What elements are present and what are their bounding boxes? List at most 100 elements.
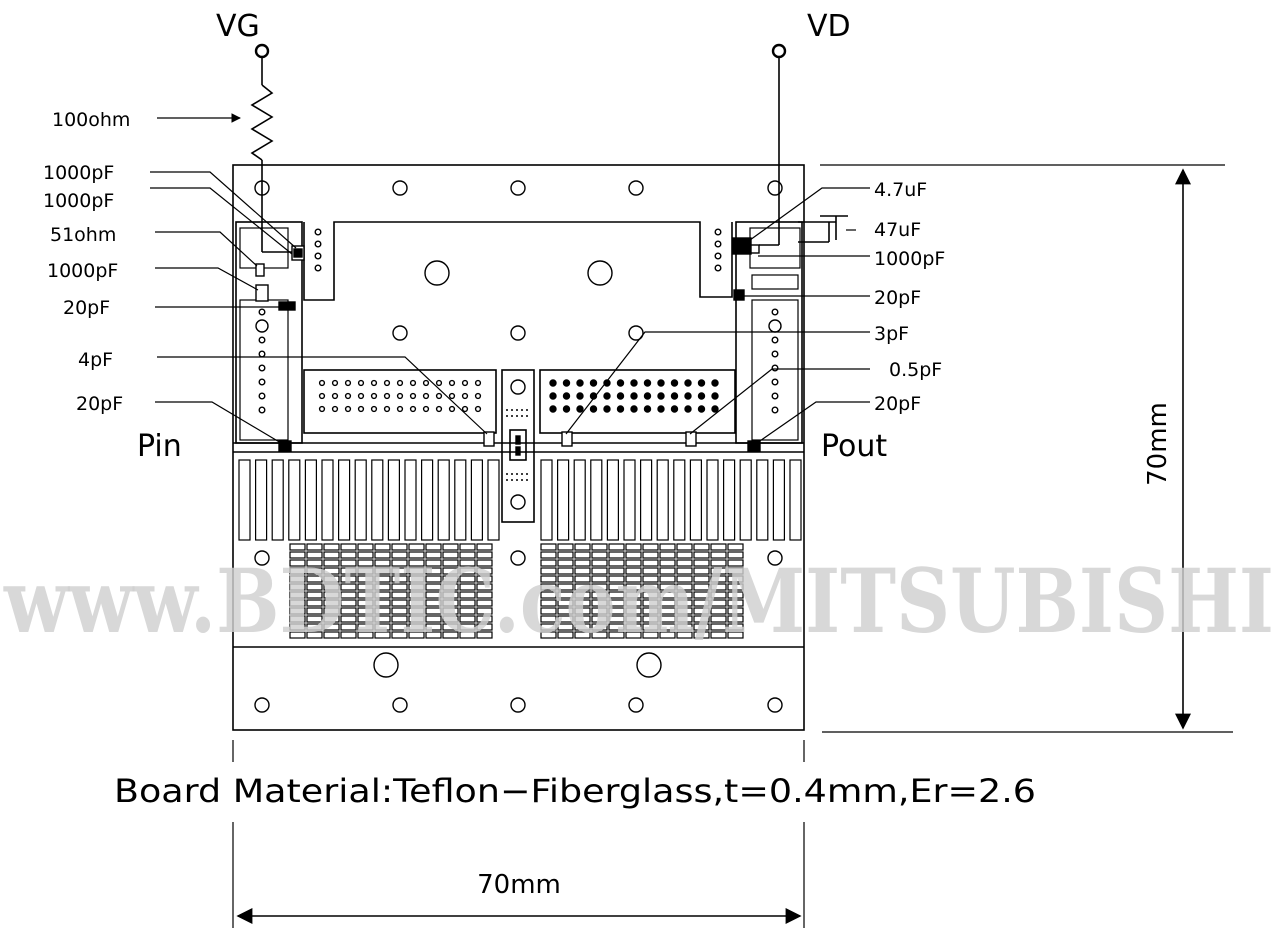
grid-cell: [306, 615, 323, 623]
height-dimension: [820, 164, 1233, 733]
label-20pf-right-b: 20pF: [874, 393, 921, 415]
via: [589, 405, 598, 413]
via: [562, 405, 571, 413]
grid-cell: [442, 551, 459, 559]
grid-cell: [357, 631, 374, 639]
via: [511, 409, 513, 411]
grid-cell: [357, 583, 374, 591]
pin-label: Pin: [137, 429, 182, 464]
grid-cell: [323, 575, 340, 583]
grid-cell: [323, 583, 340, 591]
grid-cell: [425, 615, 442, 623]
via: [771, 364, 779, 372]
grid-cell: [540, 591, 557, 599]
via: [603, 405, 611, 413]
grid-cell: [659, 623, 676, 631]
grid-cell: [710, 543, 727, 551]
grid-cell: [727, 591, 744, 599]
via-grids: [318, 379, 719, 481]
top-cutout: [303, 221, 733, 301]
via: [258, 350, 266, 358]
via: [771, 378, 779, 386]
via: [616, 379, 625, 387]
grid-cell: [574, 551, 591, 559]
grid-cell: [591, 631, 608, 639]
grid-cell: [591, 599, 608, 607]
grid-cell: [425, 631, 442, 639]
heatsink-fin: [338, 459, 351, 541]
grid-cell: [340, 615, 357, 623]
grid-cell: [459, 567, 476, 575]
grid-cell: [374, 631, 391, 639]
grid-cell: [727, 575, 744, 583]
grid-cell: [659, 543, 676, 551]
grid-cell: [476, 575, 493, 583]
grid-cell: [357, 615, 374, 623]
grid-cell: [323, 567, 340, 575]
grid-cell: [408, 543, 425, 551]
grid-cell: [408, 567, 425, 575]
grid-cell: [710, 575, 727, 583]
via: [258, 308, 266, 316]
via: [521, 473, 523, 475]
grid-cell: [391, 599, 408, 607]
via: [258, 392, 266, 400]
via: [383, 379, 391, 387]
grid-cell: [459, 631, 476, 639]
grid-cell: [608, 543, 625, 551]
grid-cell: [391, 631, 408, 639]
via: [643, 379, 652, 387]
grid-cell: [693, 559, 710, 567]
via: [516, 415, 518, 417]
grid-cell: [340, 575, 357, 583]
grid-cell: [391, 591, 408, 599]
grid-cell: [625, 599, 642, 607]
grid-cell: [710, 567, 727, 575]
height-dimension-label: 70mm: [1143, 402, 1173, 486]
grid-cell: [459, 607, 476, 615]
grid-cell: [608, 575, 625, 583]
label-51ohm: 51ohm: [50, 224, 116, 246]
width-dimension: [232, 740, 805, 928]
label-20pf-right-a: 20pF: [874, 287, 921, 309]
grid-cell: [642, 559, 659, 567]
grid-cell: [676, 591, 693, 599]
grid-cell: [459, 591, 476, 599]
grid-cell: [323, 599, 340, 607]
grid-cell: [374, 591, 391, 599]
grid-cell: [340, 583, 357, 591]
via: [549, 405, 557, 413]
grid-cell: [676, 567, 693, 575]
via: [314, 264, 322, 272]
grid-cell: [727, 623, 744, 631]
grid-cell: [289, 599, 306, 607]
via: [506, 409, 508, 411]
grid-cell: [408, 559, 425, 567]
grid-cell: [710, 591, 727, 599]
grid-cell: [693, 591, 710, 599]
heatsink-fin: [387, 459, 400, 541]
grid-cell: [476, 623, 493, 631]
grid-cell: [642, 623, 659, 631]
via: [562, 392, 571, 400]
grid-cell: [357, 543, 374, 551]
via: [474, 392, 482, 400]
grid-cell: [374, 575, 391, 583]
grid-cell: [391, 575, 408, 583]
grid-cell: [340, 551, 357, 559]
grid-cell: [727, 567, 744, 575]
grid-cell: [642, 631, 659, 639]
grid-cell: [357, 607, 374, 615]
grid-cell: [591, 575, 608, 583]
grid-cell: [357, 575, 374, 583]
grid-cell: [391, 623, 408, 631]
vd-terminal: [759, 43, 848, 246]
via: [409, 379, 417, 387]
left-matching-block: [303, 369, 497, 434]
grid-cell: [727, 599, 744, 607]
mounting-holes-top: [254, 180, 783, 196]
grid-cell: [374, 599, 391, 607]
grid-cell: [340, 599, 357, 607]
grid-cell: [476, 599, 493, 607]
via: [344, 392, 352, 400]
